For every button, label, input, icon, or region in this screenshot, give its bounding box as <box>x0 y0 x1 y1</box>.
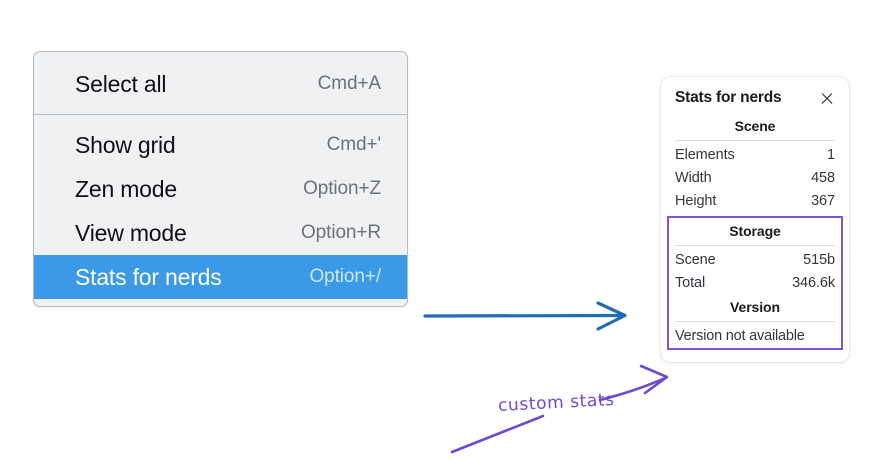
stats-panel-body: Scene Elements 1 Width 458 Height 367 St… <box>661 113 849 362</box>
section-title-scene: Scene <box>734 118 776 134</box>
custom-stats-annotation-label: custom stats <box>497 389 616 417</box>
menu-item-shortcut: Cmd+A <box>317 73 381 94</box>
context-menu[interactable]: Select all Cmd+A Show grid Cmd+' Zen mod… <box>33 51 408 307</box>
stat-row-elements: Elements 1 <box>675 143 835 166</box>
menu-item-shortcut: Option+Z <box>303 178 381 199</box>
stat-row-width: Width 458 <box>675 166 835 189</box>
version-note: Version not available <box>675 328 805 344</box>
stat-value: 1 <box>827 146 835 163</box>
menu-section-2: Show grid Cmd+' Zen mode Option+Z View m… <box>34 115 407 306</box>
menu-item-shortcut: Cmd+' <box>326 134 381 155</box>
section-title-version: Version <box>730 299 780 315</box>
stats-section-storage: Storage Scene 515b Total 346.6k <box>675 218 835 294</box>
stat-value: 515b <box>803 251 835 268</box>
stat-value: 346.6k <box>792 274 835 291</box>
menu-item-label: Show grid <box>75 131 176 158</box>
stats-section-version: Version Version not available <box>675 294 835 346</box>
stats-panel-title: Stats for nerds <box>675 89 782 106</box>
stat-value: 367 <box>811 192 835 209</box>
stats-for-nerds-panel: Stats for nerds Scene Elements 1 Width 4… <box>661 77 849 362</box>
stat-key: Height <box>675 192 717 209</box>
menu-item-view-mode[interactable]: View mode Option+R <box>34 211 407 255</box>
menu-item-label: Stats for nerds <box>75 263 222 290</box>
menu-item-stats-for-nerds[interactable]: Stats for nerds Option+/ <box>34 255 407 299</box>
custom-stats-highlight-box: Storage Scene 515b Total 346.6k Version … <box>667 216 843 350</box>
stat-row-storage-total: Total 346.6k <box>675 271 835 294</box>
section-rule <box>675 321 835 322</box>
menu-divider <box>34 114 407 115</box>
section-rule <box>675 140 835 141</box>
purple-underline-stroke <box>450 414 545 454</box>
menu-item-zen-mode[interactable]: Zen mode Option+Z <box>34 167 407 211</box>
menu-item-shortcut: Option+R <box>301 222 381 243</box>
stat-key: Total <box>675 274 706 291</box>
menu-item-label: Zen mode <box>75 175 177 202</box>
menu-item-show-grid[interactable]: Show grid Cmd+' <box>34 123 407 167</box>
stats-section-scene: Scene Elements 1 Width 458 Height 367 <box>675 113 835 212</box>
menu-item-select-all[interactable]: Select all Cmd+A <box>34 62 407 106</box>
menu-section-1: Select all Cmd+A <box>34 52 407 114</box>
stats-panel-header: Stats for nerds <box>661 77 849 113</box>
stat-key: Width <box>675 169 712 186</box>
blue-arrow <box>423 301 627 331</box>
stat-key: Scene <box>675 251 716 268</box>
stat-row-storage-scene: Scene 515b <box>675 248 835 271</box>
menu-item-label: Select all <box>75 70 167 97</box>
close-icon[interactable] <box>819 90 835 106</box>
section-rule <box>675 245 835 246</box>
stat-value: 458 <box>811 169 835 186</box>
menu-item-label: View mode <box>75 219 187 246</box>
menu-item-shortcut: Option+/ <box>309 266 381 287</box>
stat-row-height: Height 367 <box>675 189 835 212</box>
stat-key: Elements <box>675 146 735 163</box>
section-title-storage: Storage <box>729 223 781 239</box>
